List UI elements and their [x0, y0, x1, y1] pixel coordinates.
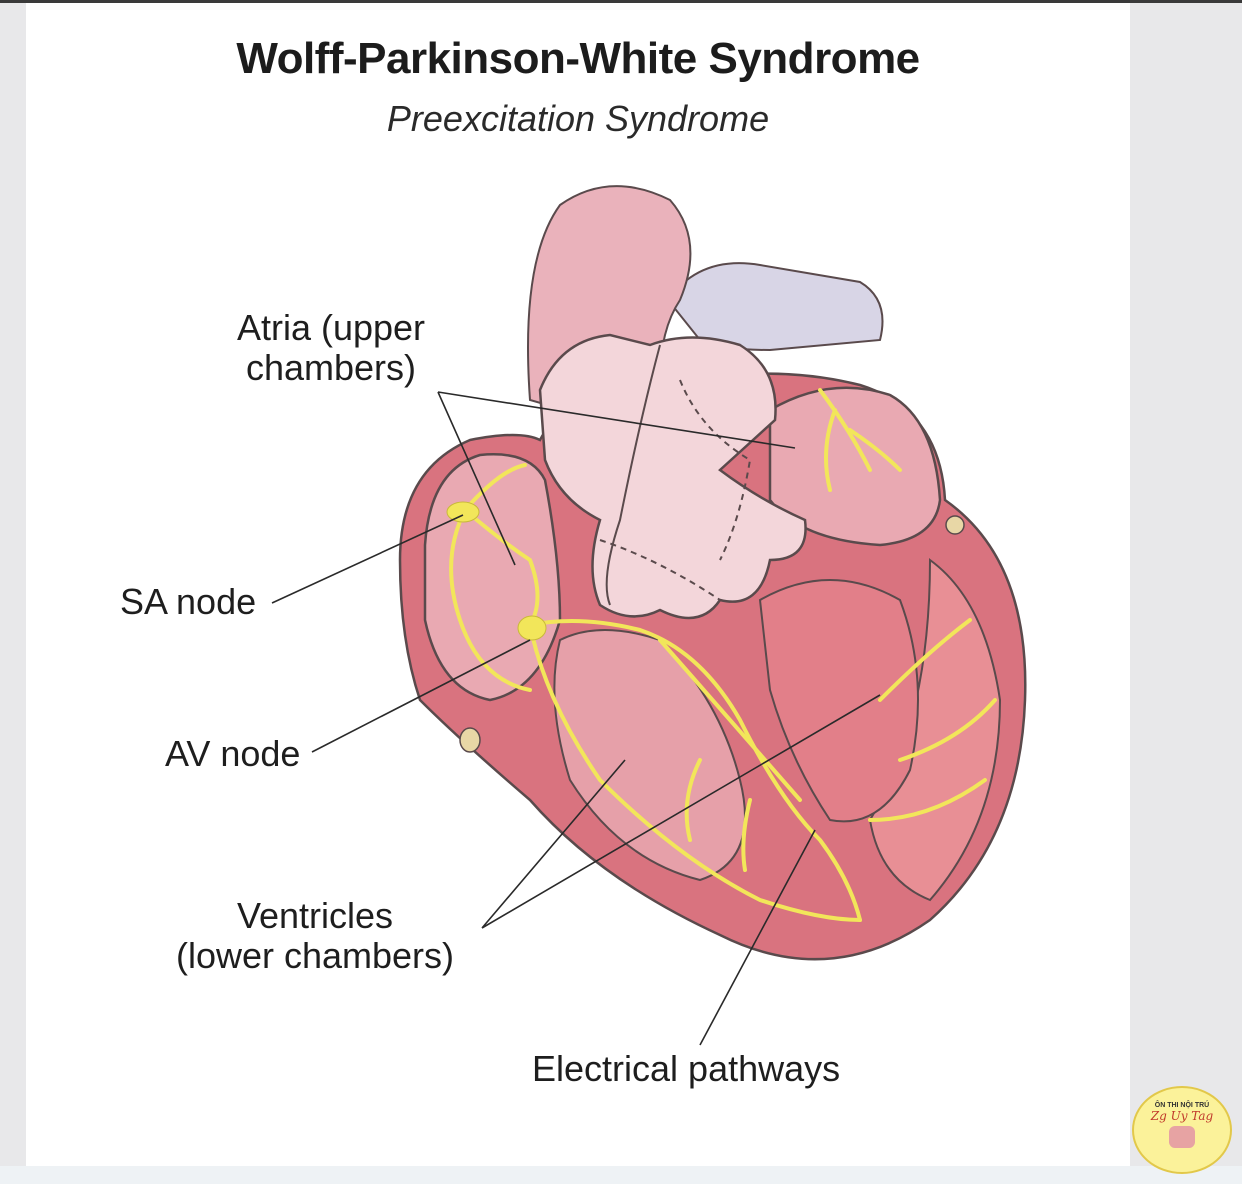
electrical-pathways-label: Electrical pathways [532, 1048, 841, 1089]
sa-node-label: SA node [120, 581, 257, 622]
top-border [0, 0, 1242, 3]
valve-dashed [599, 379, 752, 601]
ventricles-leader [481, 694, 881, 929]
valve-root [538, 333, 807, 620]
valve-inner-line [605, 344, 661, 606]
coronary-vessel-right [945, 515, 965, 535]
ventricles-label-line1: Ventricles [236, 895, 394, 936]
leader-lines [271, 391, 881, 1046]
logo-top-text: ÔN THI NỘI TRÚ [1154, 1102, 1210, 1109]
logo-image [1169, 1126, 1195, 1148]
electrical-pathways-leader [699, 829, 816, 1046]
ventricles-label-line2: (lower chambers) [175, 935, 455, 976]
ventricles-label: Ventricles (lower chambers) [160, 896, 470, 976]
diagram-title: Wolff-Parkinson-White Syndrome [236, 34, 920, 83]
atria-label: Atria (upper chambers) [226, 308, 436, 388]
right-ventricle-chamber [758, 579, 919, 823]
coronary-vessel-left [459, 727, 481, 753]
av-node-label: AV node [165, 733, 301, 774]
av-node-leader [311, 639, 531, 753]
brand-logo: ÔN THI NỘI TRÚ Zg Uy Tag [1132, 1086, 1232, 1174]
atria-label-line1: Atria (upper [236, 307, 426, 348]
logo-script-text: Zg Uy Tag [1150, 1109, 1214, 1123]
left-atrium-chamber [768, 386, 942, 547]
atria-label-line2: chambers) [245, 347, 417, 388]
sa-node-leader [271, 514, 464, 604]
diagram-subtitle: Preexcitation Syndrome [386, 98, 770, 139]
bottom-strip [0, 1166, 1242, 1184]
atria-leader [437, 391, 796, 566]
sa-node-marker [446, 501, 480, 523]
av-node-marker [517, 615, 547, 641]
conduction-pathways [449, 388, 997, 922]
